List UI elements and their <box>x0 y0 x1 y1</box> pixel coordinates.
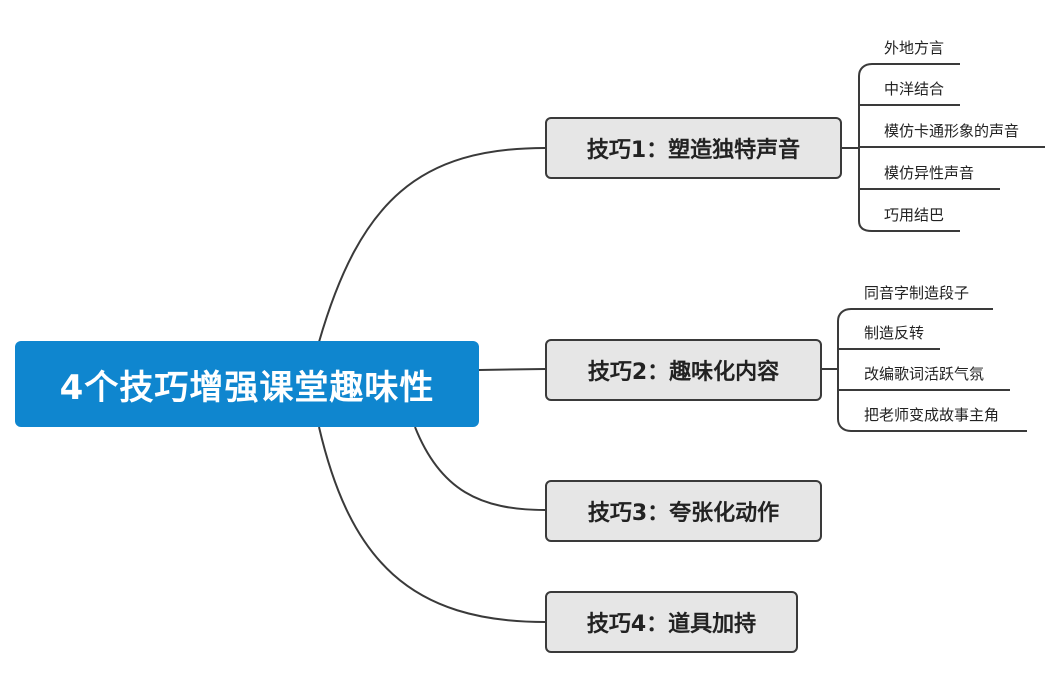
leaf-topic[interactable]: 模仿异性声音 <box>884 164 975 182</box>
connector-branch-3 <box>414 426 546 511</box>
connector-branch-2 <box>478 368 546 371</box>
leaf-topic[interactable]: 制造反转 <box>864 324 925 342</box>
connector-branch-2-bracket <box>837 308 852 432</box>
branch-topic-1[interactable]: 技巧1：塑造独特声音 <box>545 117 842 179</box>
leaf-topic[interactable]: 巧用结巴 <box>884 206 945 224</box>
branch-topic-2[interactable]: 技巧2：趣味化内容 <box>545 339 822 401</box>
leaf-topic[interactable]: 外地方言 <box>884 39 945 57</box>
branch-topic-4[interactable]: 技巧4：道具加持 <box>545 591 798 653</box>
connector-branch-1 <box>318 147 546 343</box>
leaf-topic[interactable]: 把老师变成故事主角 <box>864 406 1000 424</box>
connector-branch-1-bracket <box>858 63 873 232</box>
leaf-topic[interactable]: 中洋结合 <box>884 80 945 98</box>
branch-topic-3[interactable]: 技巧3：夸张化动作 <box>545 480 822 542</box>
leaf-topic[interactable]: 模仿卡通形象的声音 <box>884 122 1020 140</box>
root-topic[interactable]: 4个技巧增强课堂趣味性 <box>15 341 479 427</box>
leaf-topic[interactable]: 同音字制造段子 <box>864 284 970 302</box>
leaf-topic[interactable]: 改编歌词活跃气氛 <box>864 365 985 383</box>
connector-branch-4 <box>318 426 546 623</box>
